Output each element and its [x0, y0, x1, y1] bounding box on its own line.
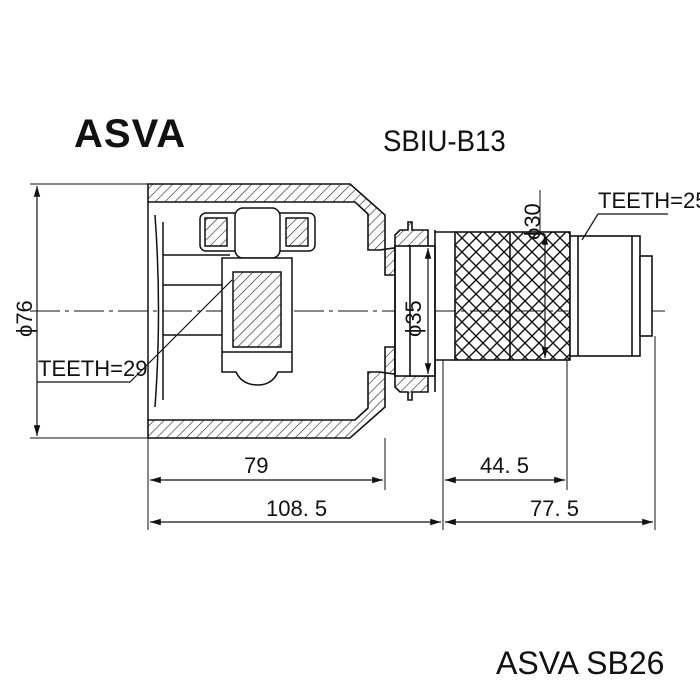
dia-shaft-label: ϕ30	[520, 203, 545, 240]
brand-title: ASVA	[74, 112, 187, 156]
len-body-label: 79	[244, 453, 268, 478]
dia-outer-label: ϕ76	[12, 300, 37, 337]
footer-caption: ASVA SB26	[496, 645, 665, 681]
teeth-inner-label: TEETH=29	[38, 356, 147, 381]
tripod-joint	[147, 202, 316, 420]
len-total-left-label: 108. 5	[266, 496, 327, 521]
len-spline-label: 44. 5	[480, 453, 529, 478]
splined-shaft	[435, 231, 653, 361]
len-total-right-label: 77. 5	[530, 496, 579, 521]
extension-lines	[30, 183, 656, 530]
part-code: SBIU-B13	[383, 125, 506, 158]
dimension-lines	[33, 186, 668, 526]
dia-neck-label: ϕ35	[401, 300, 426, 337]
teeth-outer-label: TEETH=25	[598, 188, 700, 213]
